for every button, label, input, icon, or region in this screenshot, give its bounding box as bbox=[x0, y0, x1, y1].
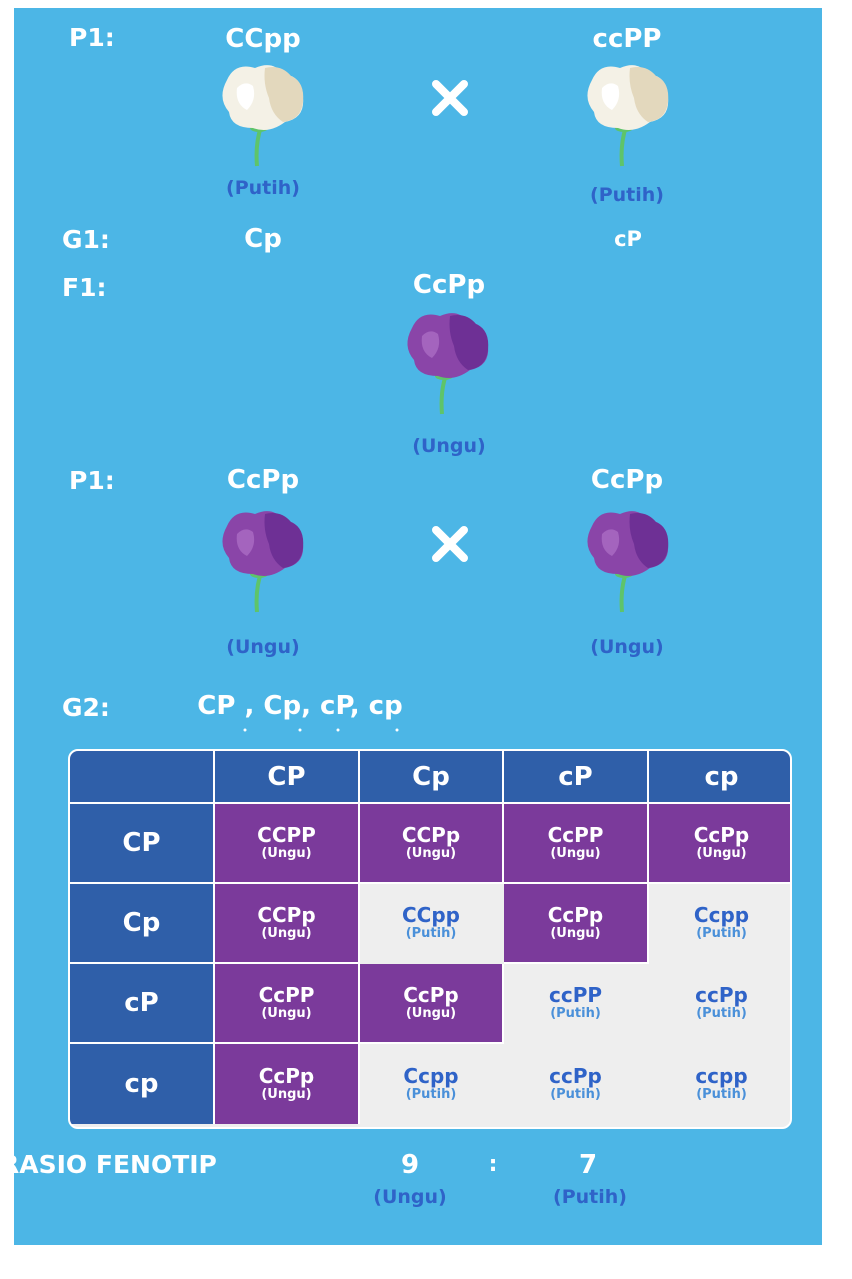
column-header: cP bbox=[504, 751, 649, 804]
cell-phenotype: (Putih) bbox=[550, 1086, 601, 1102]
cell-phenotype: (Putih) bbox=[696, 1086, 747, 1102]
cell-genotype: ccPP bbox=[548, 982, 603, 1007]
f1-parent1-phenotype: (Ungu) bbox=[226, 636, 300, 658]
punnett-cell: CcPp(Ungu) bbox=[649, 804, 790, 884]
cell-genotype: Ccpp bbox=[403, 1063, 459, 1088]
decorative-dots bbox=[243, 728, 399, 732]
cell-genotype: ccPp bbox=[549, 1063, 602, 1088]
punnett-cell: CcPp(Ungu) bbox=[504, 884, 649, 964]
cell-phenotype: (Ungu) bbox=[550, 925, 601, 941]
row-header: Cp bbox=[70, 884, 215, 964]
purple-flower-icon bbox=[587, 511, 669, 613]
cell-genotype: CCpp bbox=[402, 902, 460, 927]
corner-cell bbox=[70, 751, 215, 804]
purple-flower-icon bbox=[222, 511, 304, 613]
f1-genotype: CcPp bbox=[412, 270, 486, 300]
cell-genotype: ccpp bbox=[695, 1063, 748, 1088]
g1-gamete-right: cP bbox=[614, 227, 642, 251]
p1-second-label: P1: bbox=[69, 466, 115, 495]
f1-parent2-genotype: CcPp bbox=[590, 465, 664, 495]
punnett-cell: CCpp(Putih) bbox=[360, 884, 504, 964]
cell-phenotype: (Putih) bbox=[696, 925, 747, 941]
f1-phenotype: (Ungu) bbox=[412, 435, 486, 457]
cell-phenotype: (Ungu) bbox=[405, 845, 457, 861]
cell-phenotype: (Ungu) bbox=[261, 845, 312, 861]
cell-phenotype: (Ungu) bbox=[261, 1086, 312, 1102]
purple-flower-icon bbox=[407, 313, 489, 415]
punnett-cell: CCPP(Ungu) bbox=[215, 804, 360, 884]
column-header: CP bbox=[215, 751, 360, 804]
cell-phenotype: (Putih) bbox=[405, 1086, 457, 1102]
p1-label: P1: bbox=[69, 23, 115, 52]
ratio-right-phenotype: (Putih) bbox=[553, 1186, 627, 1208]
punnett-cell: ccPP(Putih) bbox=[504, 964, 649, 1044]
g1-gamete-left: Cp bbox=[244, 224, 282, 254]
parent1-phenotype: (Putih) bbox=[226, 177, 300, 199]
cell-phenotype: (Ungu) bbox=[550, 845, 601, 861]
cross-icon bbox=[432, 526, 468, 562]
column-header: cp bbox=[649, 751, 790, 804]
cell-phenotype: (Ungu) bbox=[261, 1005, 312, 1021]
parent2-genotype: ccPP bbox=[592, 24, 662, 54]
punnett-cell: CcPP(Ungu) bbox=[504, 804, 649, 884]
cell-genotype: CCPP bbox=[257, 822, 316, 847]
punnett-cell: CcPP(Ungu) bbox=[215, 964, 360, 1044]
punnett-cell: ccPp(Putih) bbox=[649, 964, 790, 1044]
white-flower-icon bbox=[222, 65, 304, 167]
ratio-right-value: 7 bbox=[578, 1150, 598, 1180]
punnett-cell: Ccpp(Putih) bbox=[649, 884, 790, 964]
cell-genotype: CcPp bbox=[403, 982, 459, 1007]
column-header: Cp bbox=[360, 751, 504, 804]
ratio-separator: : bbox=[488, 1152, 498, 1177]
cell-genotype: CcPp bbox=[258, 1063, 315, 1088]
cell-phenotype: (Putih) bbox=[550, 1005, 601, 1021]
punnett-cell: ccpp(Putih) bbox=[649, 1044, 790, 1124]
punnett-cell: CcPp(Ungu) bbox=[215, 1044, 360, 1124]
f1-parent2-phenotype: (Ungu) bbox=[590, 636, 664, 658]
punnett-cell: CCPp(Ungu) bbox=[215, 884, 360, 964]
f1-label: F1: bbox=[62, 273, 107, 302]
row-header: cP bbox=[70, 964, 215, 1044]
row-header: cp bbox=[70, 1044, 215, 1124]
cell-phenotype: (Putih) bbox=[696, 1005, 747, 1021]
punnett-cell: ccPp(Putih) bbox=[504, 1044, 649, 1124]
parent1-genotype: CCpp bbox=[225, 24, 301, 54]
cell-genotype: CCPp bbox=[257, 902, 316, 927]
cell-genotype: Ccpp bbox=[693, 902, 750, 927]
f1-parent1-genotype: CcPp bbox=[226, 465, 300, 495]
ratio-left-value: 9 bbox=[400, 1150, 420, 1180]
cell-genotype: CcPp bbox=[693, 822, 750, 847]
white-flower-icon bbox=[587, 65, 669, 167]
cell-genotype: ccPp bbox=[695, 982, 748, 1007]
cell-genotype: CCPp bbox=[401, 822, 461, 847]
cell-genotype: CcPP bbox=[258, 982, 315, 1007]
ratio-label: RASIO FENOTIP bbox=[0, 1150, 217, 1179]
cell-phenotype: (Ungu) bbox=[696, 845, 747, 861]
parent2-phenotype: (Putih) bbox=[590, 184, 664, 206]
punnett-cell: CcPp(Ungu) bbox=[360, 964, 504, 1044]
punnett-cell: CCPp(Ungu) bbox=[360, 804, 504, 884]
cell-phenotype: (Ungu) bbox=[261, 925, 312, 941]
ratio-left-phenotype: (Ungu) bbox=[373, 1186, 447, 1208]
row-header: CP bbox=[70, 804, 215, 884]
cell-phenotype: (Ungu) bbox=[405, 1005, 457, 1021]
cell-genotype: CcPp bbox=[547, 902, 604, 927]
g2-gamete-list: CP , Cp, cP, cp bbox=[197, 691, 403, 721]
cell-phenotype: (Putih) bbox=[405, 925, 457, 941]
g2-label: G2: bbox=[62, 693, 110, 722]
cell-genotype: CcPP bbox=[547, 822, 604, 847]
g1-label: G1: bbox=[62, 225, 110, 254]
punnett-cell: Ccpp(Putih) bbox=[360, 1044, 504, 1124]
cross-icon bbox=[432, 80, 468, 116]
